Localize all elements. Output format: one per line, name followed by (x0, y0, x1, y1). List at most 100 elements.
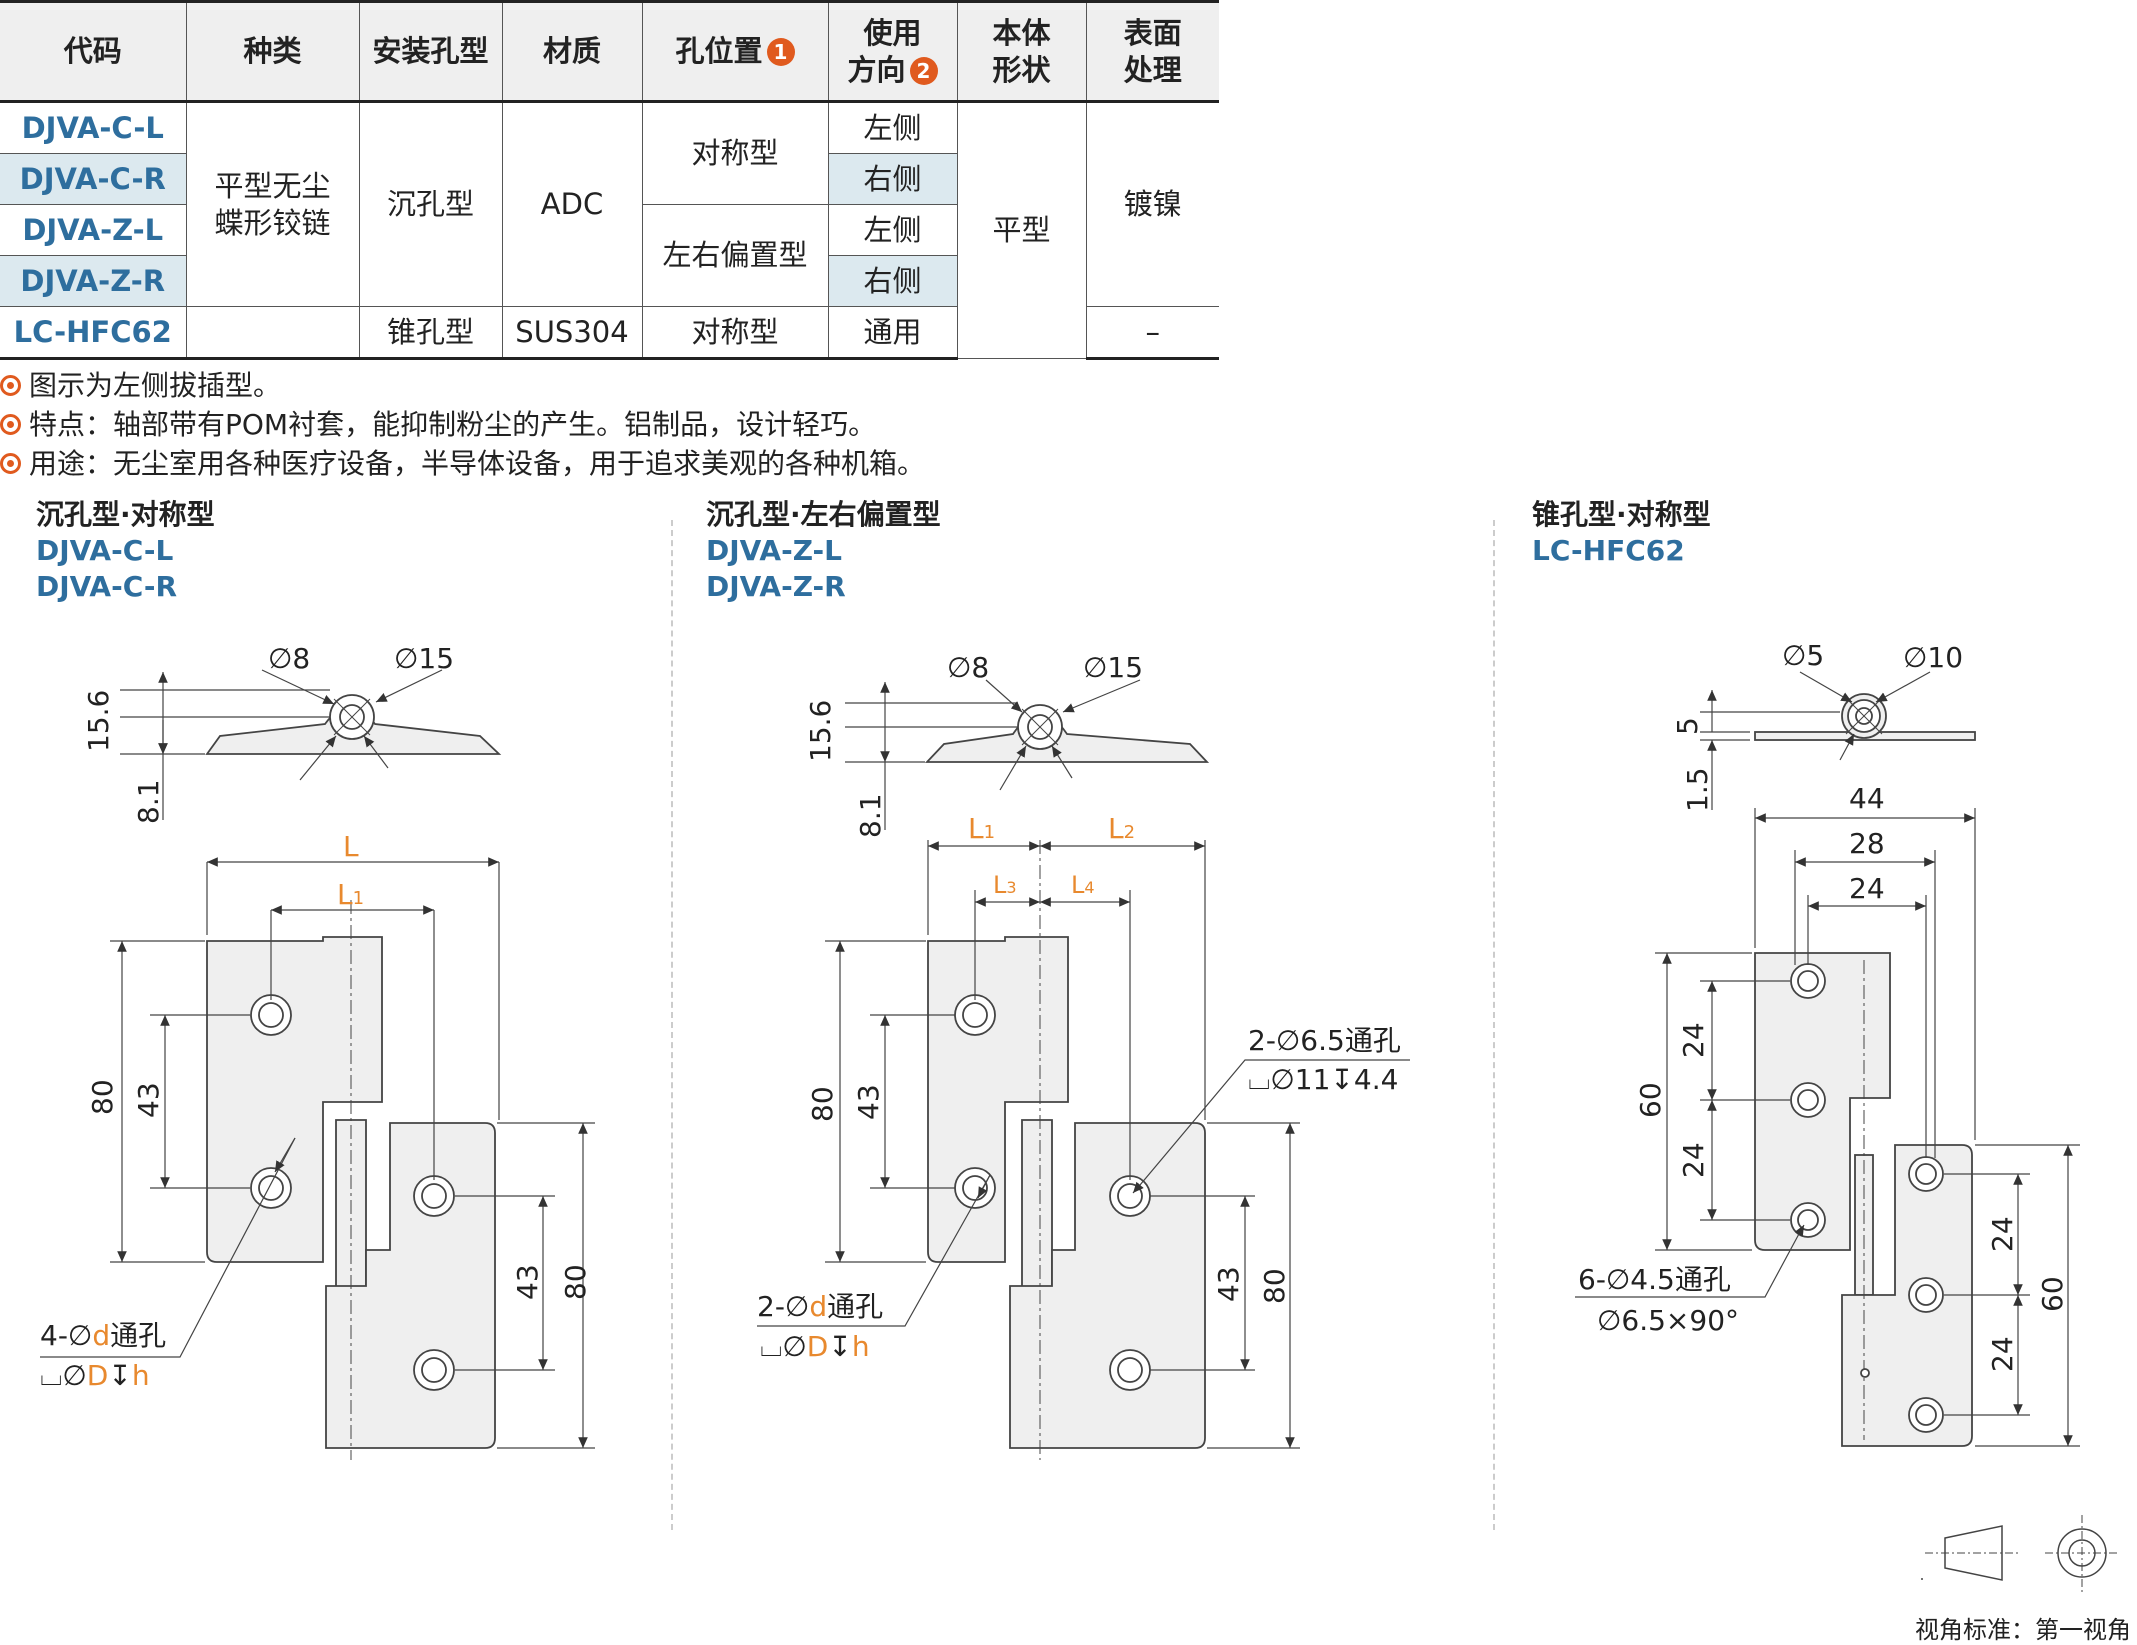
v3-dim-60a: 60 (1634, 1082, 1667, 1118)
view-header-1: 沉孔型·对称型 DJVA-C-L DJVA-C-R (36, 497, 215, 605)
v2-callout-counterbore: ⌴∅11↧4.4 (1248, 1063, 1398, 1096)
note-text: 用途：无尘室用各种医疗设备，半导体设备，用于追求美观的各种机箱。 (29, 447, 926, 480)
header-body-shape: 本体形状 (956, 0, 1087, 103)
bullet-icon (0, 375, 21, 396)
v2-callout-hole: 2-∅6.5通孔 (1248, 1024, 1401, 1057)
kind-cell: 平型无尘蝶形铰链 (185, 101, 360, 307)
material-cell: ADC (501, 101, 643, 307)
v1-callout-suffix: 通孔 (110, 1319, 166, 1352)
v2-dim-8-1: 8.1 (854, 793, 887, 838)
v2-callout-prefix: 2-∅ (757, 1290, 809, 1323)
view2-drawing (757, 679, 1410, 1460)
v3-callout-hole: 6-∅4.5通孔 (1578, 1263, 1731, 1296)
view-code: DJVA-Z-R (706, 570, 846, 603)
bullet-icon (0, 414, 21, 435)
v2-callout-h: h (852, 1330, 870, 1363)
table-row: LC-HFC62 锥孔型 SUS304 对称型 通用 – (0, 306, 1219, 360)
v1-dim-d8: ∅8 (268, 642, 310, 675)
view-header-3: 锥孔型·对称型 LC-HFC62 (1532, 497, 1711, 569)
v1-dim-80a: 80 (86, 1079, 119, 1115)
header-surface: 表面处理 (1085, 0, 1219, 103)
view-code: DJVA-C-R (36, 570, 178, 603)
v2-top-profile (924, 713, 1210, 763)
v2-dim-43b: 43 (1212, 1266, 1245, 1302)
v2-dim-15-6: 15.6 (804, 700, 837, 762)
v3-dim-5: 5 (1671, 717, 1704, 735)
v1-callout-cb: ⌴∅ (40, 1359, 87, 1392)
view-code: DJVA-Z-L (706, 534, 842, 567)
v1-dim-L1: L1 (337, 878, 364, 911)
v3-callout-countersink: ∅6.5×90° (1597, 1304, 1739, 1337)
v1-callout-D: D (87, 1359, 109, 1392)
code-cell: DJVA-Z-R (0, 255, 187, 307)
v2-dim-d8: ∅8 (947, 651, 989, 684)
v2-leaf-b (1009, 1122, 1206, 1449)
view-title: 锥孔型·对称型 (1532, 498, 1711, 531)
v1-dim-43a: 43 (132, 1082, 165, 1118)
v2-callout-cb: ⌴∅ (760, 1330, 807, 1363)
direction-cell: 左侧 (827, 101, 958, 154)
v1-callout-d: d (92, 1319, 110, 1352)
v2-dim-L1-sub: 1 (984, 822, 995, 843)
kind-cell-empty (185, 306, 360, 360)
hole-pos-cell: 对称型 (641, 306, 829, 360)
view-title: 沉孔型·左右偏置型 (706, 498, 941, 531)
view-code: DJVA-C-L (36, 534, 174, 567)
badge-2: 2 (909, 56, 938, 85)
view-header-2: 沉孔型·左右偏置型 DJVA-Z-L DJVA-Z-R (706, 497, 941, 605)
v1-callout-depth: ↧ (108, 1359, 131, 1392)
v3-dim-44: 44 (1849, 782, 1885, 815)
v1-dim-L1-main: L (337, 878, 353, 911)
v3-dim-60b: 60 (2036, 1276, 2069, 1312)
header-surface-line2: 处理 (1123, 52, 1182, 87)
surface-cell: – (1085, 306, 1219, 360)
v2-dim-L3: L3 (993, 871, 1017, 899)
table-row: DJVA-Z-L 左右偏置型 左侧 (0, 204, 1219, 307)
header-body-shape-line1: 本体 (992, 16, 1051, 51)
v1-callout-line1: 4-∅d通孔 (40, 1319, 166, 1352)
v3-dim-24c: 24 (1986, 1216, 2019, 1252)
kind-line1: 平型无尘 (214, 169, 331, 204)
v2-callout-suffix: 通孔 (827, 1290, 883, 1323)
v3-dim-24a: 24 (1677, 1022, 1710, 1058)
header-surface-line1: 表面 (1123, 16, 1182, 51)
header-direction-line2: 方向 (847, 52, 906, 87)
v3-dim-24d: 24 (1986, 1336, 2019, 1372)
view3-drawing (1575, 671, 2120, 1595)
v2-dim-d15: ∅15 (1083, 651, 1143, 684)
v2-dim-L3-main: L (993, 871, 1007, 899)
v2-dim-L4: L4 (1071, 871, 1095, 899)
v2-dim-43a: 43 (852, 1084, 885, 1120)
note-text: 特点：轴部带有POM衬套，能抑制粉尘的产生。铝制品，设计轻巧。 (29, 408, 877, 441)
v2-dim-L2-sub: 2 (1124, 822, 1135, 843)
v1-callout-prefix: 4-∅ (40, 1319, 92, 1352)
v2-dim-80b: 80 (1258, 1268, 1291, 1304)
code-cell: DJVA-Z-L (0, 204, 187, 256)
v1-dim-43b: 43 (511, 1264, 544, 1300)
surface-cell: 镀镍 (1085, 101, 1219, 307)
hole-type-cell: 锥孔型 (358, 306, 503, 360)
v1-dim-80b: 80 (559, 1264, 592, 1300)
v2-dim-80a: 80 (806, 1086, 839, 1122)
direction-cell: 右侧 (827, 255, 957, 307)
code-cell: LC-HFC62 (0, 306, 187, 360)
v3-dim-d5: ∅5 (1782, 639, 1824, 672)
view-separator (671, 520, 673, 1530)
direction-cell: 左侧 (827, 204, 957, 256)
header-direction-line1: 使用 (863, 16, 922, 51)
first-angle-symbol (1921, 1515, 2120, 1595)
body-shape-cell: 平型 (956, 101, 1087, 359)
v2-dim-L1-main: L (968, 812, 984, 845)
view-standard-label: 视角标准：第一视角 (1915, 1616, 2131, 1644)
notes-list: 图示为左侧拔插型。 特点：轴部带有POM衬套，能抑制粉尘的产生。铝制品，设计轻巧… (0, 366, 925, 483)
header-code: 代码 (0, 0, 187, 103)
v1-dim-L1-sub: 1 (353, 888, 364, 909)
header-hole-type: 安装孔型 (358, 0, 503, 103)
hole-pos-cell: 左右偏置型 (641, 204, 829, 307)
v2-callout-depth: ↧ (828, 1330, 851, 1363)
v2-dim-L3-sub: 3 (1006, 878, 1016, 897)
view1-drawing (40, 669, 595, 1460)
